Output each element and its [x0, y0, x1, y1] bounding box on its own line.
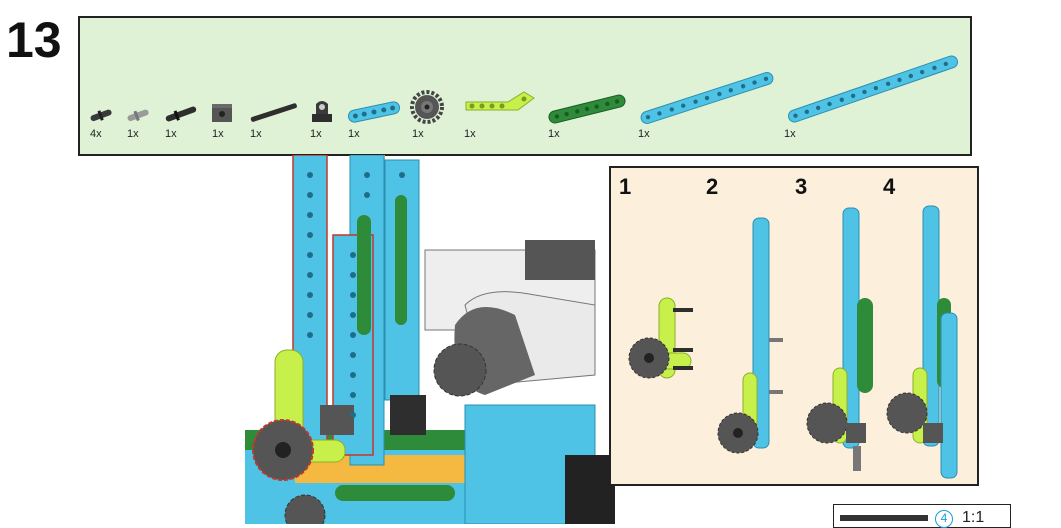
- part-qty: 1x: [412, 128, 424, 140]
- part-qty: 1x: [165, 128, 177, 140]
- axle-long-icon: [248, 102, 300, 124]
- l-beam-icon: [462, 88, 538, 124]
- part-gear: 1x: [410, 90, 444, 140]
- part-qty: 1x: [548, 128, 560, 140]
- part-axle-pin: 1x: [125, 106, 153, 140]
- bearing-block-icon: [308, 98, 336, 124]
- beam-11-icon: [636, 72, 778, 124]
- part-qty: 4x: [90, 128, 102, 140]
- part-bearing-block: 1x: [308, 98, 336, 140]
- part-qty: 1x: [212, 128, 224, 140]
- part-beam-5: 1x: [346, 100, 402, 140]
- beam-15-icon: [782, 54, 964, 124]
- substep-3-art: [807, 208, 873, 471]
- beam-5-icon: [346, 100, 402, 124]
- substep-2-art: [718, 218, 783, 453]
- parts-list-panel: 4x 1x 1x 1x: [78, 16, 972, 156]
- part-brick-with-hole: 1x: [210, 102, 234, 140]
- part-axle-long: 1x: [248, 102, 300, 140]
- part-qty: 1x: [464, 128, 476, 140]
- part-qty: 1x: [250, 128, 262, 140]
- part-qty: 1x: [348, 128, 360, 140]
- scale-bar: [840, 515, 928, 521]
- step-number: 13: [6, 10, 62, 70]
- scale-circle: 4: [935, 510, 953, 528]
- beam-7-green-icon: [546, 94, 628, 124]
- substep-illustrations: [611, 168, 977, 484]
- part-qty: 1x: [310, 128, 322, 140]
- part-qty: 1x: [127, 128, 139, 140]
- substep-1-art: [629, 298, 693, 378]
- scale-ratio: 1:1: [962, 509, 984, 527]
- part-axle-pin-long: 1x: [163, 104, 199, 140]
- part-beam-15: 1x: [782, 54, 964, 140]
- part-beam-11: 1x: [636, 72, 778, 140]
- part-qty: 1x: [638, 128, 650, 140]
- part-qty: 1x: [784, 128, 796, 140]
- scale-indicator: 4 1:1: [833, 504, 1011, 528]
- axle-peg-icon: [88, 106, 116, 124]
- part-axle-peg: 4x: [88, 106, 116, 140]
- gear-icon: [410, 90, 444, 124]
- substeps-panel: 1 2 3 4: [609, 166, 979, 486]
- part-l-beam: 1x: [462, 88, 538, 140]
- model-illustration: [235, 155, 615, 524]
- axle-pin-icon: [125, 106, 153, 124]
- brick-with-hole-icon: [210, 102, 234, 124]
- axle-pin-long-icon: [163, 104, 199, 124]
- part-beam-7-green: 1x: [546, 94, 628, 140]
- substep-4-art: [887, 206, 957, 478]
